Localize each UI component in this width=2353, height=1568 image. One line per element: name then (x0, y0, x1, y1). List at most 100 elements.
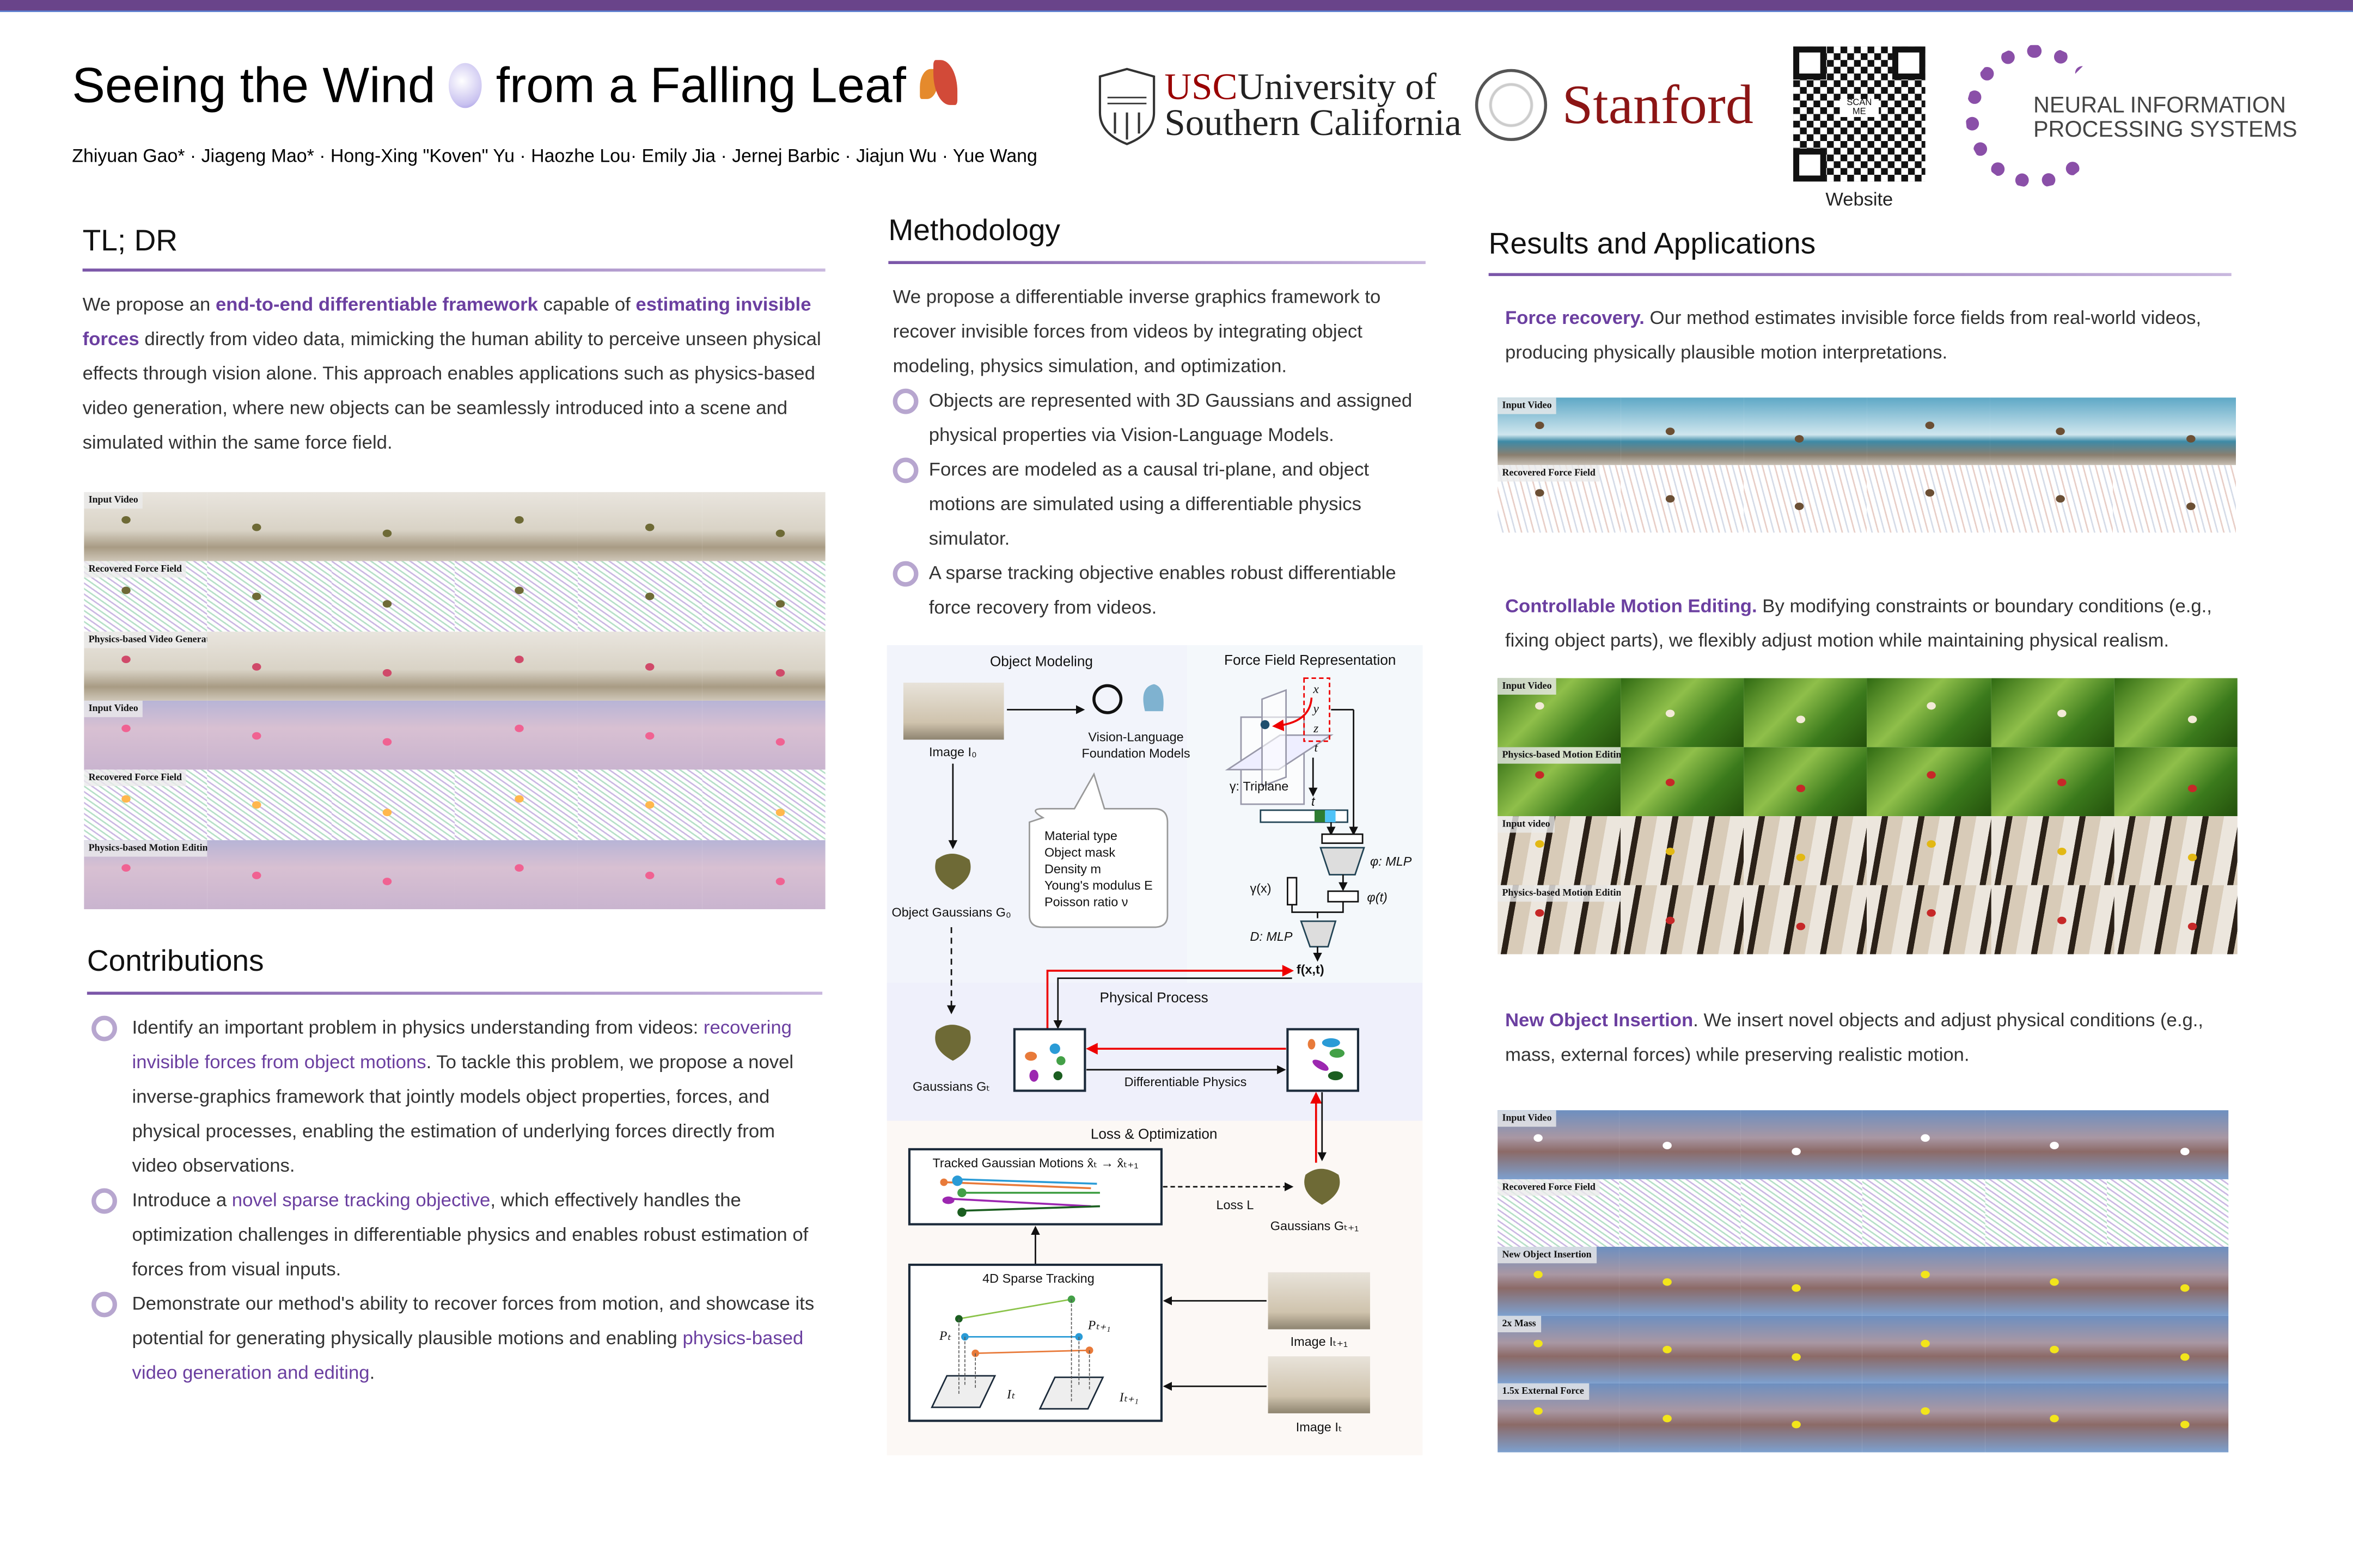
results-heading: Results and Applications (1488, 228, 1816, 261)
contribution-text: . To tackle this problem, we propose a n… (132, 1051, 794, 1177)
query-point (1260, 720, 1270, 730)
result-frame (331, 770, 455, 840)
result-frame (1867, 397, 1990, 465)
title-part2: from a Falling Leaf (496, 57, 906, 113)
label-triplane: γ: Triplane (1230, 779, 1288, 793)
result-frame (2113, 465, 2236, 533)
result-frame (1741, 1110, 1863, 1179)
result-frame (1621, 885, 1745, 954)
row-label: Physics-based Video Generation (84, 631, 208, 648)
contribution-highlight: recovering invisible forces from object … (132, 1017, 792, 1073)
result-frame (1621, 816, 1745, 885)
tldr-text-2: capable of (537, 294, 636, 315)
result-frame: Input video (1498, 816, 1621, 885)
result-frame (701, 492, 826, 562)
result-frame: Recovered Force Field (84, 770, 208, 840)
label-fxt: f(x,t) (1297, 962, 1324, 976)
force-recovery-text: Force recovery. Our method estimates inv… (1505, 302, 2233, 371)
author-list: Zhiyuan Gao* · Jiageng Mao* · Hong-Xing … (72, 145, 1037, 167)
label-gaussians-gt: Gaussians Gₜ (913, 1079, 990, 1093)
force-recovery-desc: Our method estimates invisible force fie… (1505, 307, 2202, 363)
methodology-section: Methodology We propose a differentiable … (888, 215, 1426, 626)
row-label: 2x Mass (1498, 1315, 1541, 1332)
result-frame (578, 840, 702, 909)
result-frame (207, 492, 332, 562)
result-frame (1863, 1383, 1985, 1453)
result-frame: 1.5x External Force (1498, 1383, 1619, 1453)
result-frame (1984, 1110, 2107, 1179)
result-frame (1621, 747, 1745, 817)
phi-mlp-block (1319, 847, 1365, 875)
result-frame (2114, 678, 2238, 748)
result-frame (1867, 747, 1991, 817)
result-frame (1621, 678, 1745, 748)
label-sparse-tracking: 4D Sparse Tracking (982, 1271, 1095, 1285)
contribution-text: Demonstrate our method's ability to reco… (132, 1293, 815, 1349)
row-label: Physics-based Motion Editing (1498, 747, 1621, 764)
result-frame (2106, 1383, 2229, 1453)
leaf-gaussians-g0 (935, 853, 971, 890)
result-frame (207, 561, 332, 632)
result-frame: Physics-based Motion Editing (1498, 747, 1621, 817)
label-image-it1: Image Iₜ₊₁ (1291, 1334, 1348, 1349)
result-frame (701, 631, 826, 701)
result-frame (701, 770, 826, 840)
row-label: Input video (1498, 816, 1555, 833)
result-frame (454, 700, 578, 770)
label-force-field: Force Field Representation (1224, 652, 1396, 668)
result-frame (2106, 1110, 2229, 1179)
leaf-gaussians-gt (935, 1025, 971, 1061)
method-bullet-text: A sparse tracking objective enables robu… (928, 562, 1396, 618)
sparse-tracking-graphic (931, 1295, 1104, 1410)
result-frame (1619, 1315, 1741, 1384)
contribution-text: . (369, 1362, 375, 1383)
contribution-item: Identify an important problem in physics… (87, 1011, 822, 1184)
website-label[interactable]: Website (1825, 189, 1893, 210)
result-frame (207, 770, 332, 840)
material-property: Object mask (1044, 846, 1115, 860)
result-frame: Recovered Force Field (1498, 1178, 1619, 1247)
properties-callout (1029, 772, 1169, 928)
result-frame (1990, 747, 2114, 817)
leaf-icon (920, 60, 959, 108)
method-bullet: Forces are modeled as a causal tri-plane… (888, 453, 1426, 556)
result-frame (454, 631, 578, 701)
qr-scan-me: SCAN ME (1839, 99, 1879, 117)
label-pt: Pₜ (939, 1329, 951, 1343)
tldr-text-3: directly from video data, mimicking the … (82, 328, 821, 454)
result-frame: 2x Mass (1498, 1315, 1619, 1384)
label-vlm-2: Foundation Models (1082, 746, 1190, 761)
neurips-logo: NEURAL INFORMATION PROCESSING SYSTEMS (1965, 45, 2311, 195)
object-insertion-desc: . We insert novel objects and adjust phy… (1505, 1009, 2204, 1065)
label-loss-optimization: Loss & Optimization (1091, 1126, 1218, 1142)
result-frame (454, 561, 578, 632)
result-frame (1741, 1178, 1863, 1247)
result-frame (331, 561, 455, 632)
result-frame (1619, 1247, 1741, 1316)
row-label: Recovered Force Field (1498, 465, 1600, 482)
stanford-wordmark: Stanford (1562, 75, 1753, 137)
label-image-it: Image Iₜ (1296, 1420, 1342, 1434)
coord-y: y (1312, 702, 1319, 716)
result-frame (578, 561, 702, 632)
result-frame (578, 770, 702, 840)
result-frame (1744, 816, 1868, 885)
label-tracked-motions: Tracked Gaussian Motions x̂ₜ → x̂ₜ₊₁ (932, 1156, 1138, 1170)
row-label: Recovered Force Field (84, 770, 187, 787)
label-t: t (1311, 794, 1316, 808)
poster-title: Seeing the Wind from a Falling Leaf (72, 57, 959, 114)
contribution-text: , which effectively handles the optimiza… (132, 1190, 809, 1280)
label-pt1: Pₜ₊₁ (1087, 1319, 1111, 1333)
result-frame (2106, 1178, 2229, 1247)
label-phi-t: φ(t) (1367, 890, 1387, 904)
tldr-section: TL; DR We propose an end-to-end differen… (82, 225, 826, 461)
title-part1: Seeing the Wind (72, 57, 436, 113)
row-label: Physics-based Motion Editing (1498, 885, 1621, 902)
website-qr-code[interactable]: SCAN ME (1793, 46, 1926, 182)
material-property: Material type (1044, 829, 1117, 843)
result-frame (2114, 885, 2238, 954)
row-label: 1.5x External Force (1498, 1383, 1589, 1401)
